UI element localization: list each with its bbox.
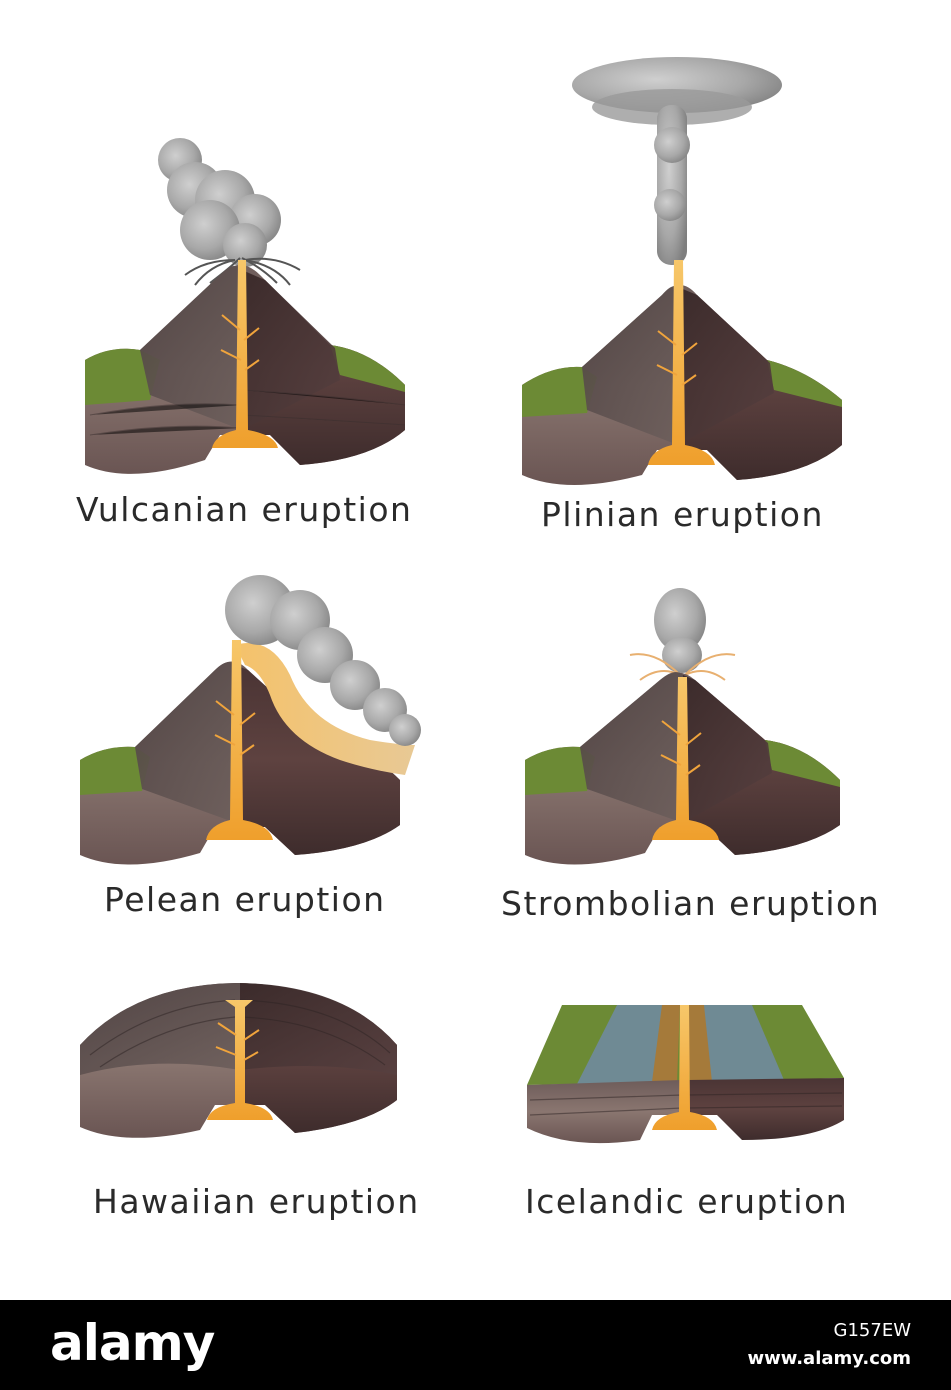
image-code: G157EW bbox=[833, 1320, 911, 1341]
icelandic-caption: Icelandic eruption bbox=[525, 1182, 849, 1221]
lava-fountain bbox=[629, 653, 736, 681]
alamy-logo: alamy bbox=[50, 1314, 215, 1372]
grass bbox=[330, 345, 405, 392]
magma-conduit bbox=[652, 677, 719, 840]
ash-puff bbox=[654, 588, 706, 673]
vulcanian-caption: Vulcanian eruption bbox=[76, 490, 413, 529]
strombolian-diagram bbox=[520, 585, 850, 870]
vulcanian-diagram bbox=[70, 130, 420, 490]
pelean-caption: Pelean eruption bbox=[104, 880, 386, 919]
hawaiian-caption: Hawaiian eruption bbox=[93, 1182, 420, 1221]
magma-conduit bbox=[212, 260, 278, 448]
hawaiian-diagram bbox=[75, 975, 400, 1145]
magma-conduit bbox=[648, 260, 715, 465]
ejecta bbox=[184, 257, 301, 286]
strombolian-caption: Strombolian eruption bbox=[501, 884, 881, 923]
plinian-caption: Plinian eruption bbox=[541, 495, 824, 534]
magma-fissure bbox=[652, 1005, 717, 1130]
icelandic-diagram bbox=[522, 1000, 847, 1145]
ash-column bbox=[572, 57, 782, 265]
pyroclastic-flow bbox=[225, 575, 421, 775]
pelean-diagram bbox=[70, 565, 430, 875]
site-url: www.alamy.com bbox=[747, 1348, 911, 1369]
magma-conduit bbox=[207, 1000, 273, 1120]
watermark-footer: alamy G157EW www.alamy.com bbox=[0, 1300, 951, 1390]
plinian-diagram bbox=[512, 55, 852, 485]
ash-cloud bbox=[158, 138, 281, 267]
grass bbox=[85, 348, 160, 405]
magma-conduit bbox=[206, 640, 273, 840]
